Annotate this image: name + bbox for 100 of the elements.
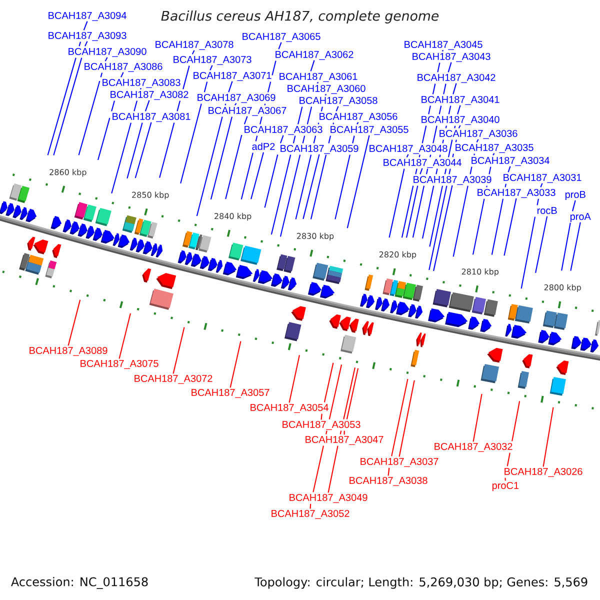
leader-line [126,100,150,179]
gene-label: BCAH187_A3037 [360,458,438,467]
leader-line [535,216,548,273]
leader-line [401,50,444,238]
gene-label: BCAH187_A3073 [174,56,252,65]
title: Bacillus cereus AH187, complete genome [161,10,439,24]
leader-line [452,138,479,258]
leader-line [295,94,327,220]
leader-line [344,368,359,436]
gene-label: BCAH187_A3081 [112,112,190,122]
tick-label: 2840 kbp [214,212,252,221]
gene-label: BCAH187_A3033 [478,188,556,198]
gene-label: BCAH187_A3042 [418,74,496,83]
leader-line [172,327,185,374]
leader-line [310,364,342,510]
gene-label: BCAH187_A3054 [250,404,328,413]
leader-line [118,313,131,359]
gene-label: proA [570,213,591,222]
gene-label: BCAH187_A3072 [134,374,212,384]
leader-line [504,198,517,256]
leader-line [78,56,108,156]
gene-label: BCAH187_A3038 [350,476,428,486]
gene-label: BCAH187_A3089 [30,346,108,356]
tick-label: 2820 kbp [379,251,416,260]
leader-line [288,355,300,403]
leader-line [180,64,213,184]
gene-label: adP2 [252,142,275,150]
gene-label: BCAH187_A3063 [244,126,322,135]
leader-line [433,185,453,272]
leader-line [472,394,482,442]
gene-label: BCAH187_A3071 [194,72,272,81]
tick-label: 2810 kbp [462,268,499,276]
tick-label: 2830 kbp [297,232,334,241]
gene-label: BCAH187_A3059 [280,144,358,154]
footer-text: Accession: NC_011658 [11,577,148,589]
leader-line [97,72,124,161]
gene-label: BCAH187_A3032 [434,442,512,452]
gene-label: BCAH187_A3039 [414,176,492,185]
gene-label: BCAH187_A3040 [422,116,500,125]
leader-line [280,82,319,238]
gene-label: rocB [537,207,557,214]
leader-line [346,135,370,228]
gene-label: BCAH187_A3053 [282,420,360,430]
gene-label: BCAH187_A3045 [404,40,482,50]
gene-label: BCAH187_A3043 [412,52,490,62]
tick-label: 2800 kbp [544,284,581,292]
gene-label: BCAH187_A3082 [110,90,188,100]
gene-label: proC1 [492,482,519,491]
leader-line [240,42,282,200]
footer-text: Topology: circular; Length: 5,269,030 bp; Genes: 5,569 [254,577,588,589]
leader-line [310,106,339,220]
leader-line [264,134,284,208]
leader-line [504,400,520,482]
leader-line [230,341,242,388]
leader-line [388,154,409,238]
gene-label: BCAH187_A3056 [320,112,398,122]
gene-label: BCAH187_A3044 [384,158,462,168]
leader-line [429,104,461,248]
gene-label: BCAH187_A3094 [48,12,126,21]
leader-line [159,50,195,178]
leader-line [428,124,461,271]
gene-label: BCAH187_A3075 [80,360,158,369]
leader-line [47,20,88,156]
leader-line [250,152,264,200]
gene-label: BCAH187_A3026 [504,468,582,477]
gene-label: proB [565,191,586,200]
tick-label: 2850 kbp [132,192,169,200]
gene-label: BCAH187_A3049 [290,494,368,503]
gene-label: BCAH187_A3069 [198,94,276,103]
leader-line [334,122,359,220]
gene-label: BCAH187_A3048 [370,144,448,154]
gene-label: BCAH187_A3062 [276,50,354,60]
gene-label: BCAH187_A3058 [300,96,378,106]
gene-label: BCAH187_A3036 [440,130,518,139]
gene-label: BCAH187_A3090 [68,48,146,57]
gene-label: BCAH187_A3035 [456,144,534,153]
leader-line [196,80,233,216]
gene-label: BCAH187_A3031 [504,174,582,183]
gene-label: BCAH187_A3086 [84,62,162,72]
gene-label: BCAH187_A3065 [242,32,320,42]
leader-line [542,407,554,467]
gene-label: BCAH187_A3047 [306,436,384,445]
leader-line [270,60,315,236]
gene-label: BCAH187_A3060 [288,84,366,94]
gene-label: BCAH187_A3093 [48,32,126,41]
leader-line [328,367,356,494]
gene-label: BCAH187_A3057 [192,388,270,398]
leader-line [422,82,457,240]
leader-line [53,40,88,156]
gene-label: BCAH187_A3067 [208,106,286,116]
leader-line [398,380,415,457]
gene-label: BCAH187_A3034 [472,156,550,166]
leader-line [472,152,495,256]
leader-line [388,378,408,476]
leader-line [68,300,81,346]
gene-label: BCAH187_A3083 [102,78,180,88]
leader-line [302,154,320,220]
gene-label: BCAH187_A3041 [422,96,500,105]
leader-line [320,362,334,420]
gene-label: BCAH187_A3061 [280,72,358,82]
